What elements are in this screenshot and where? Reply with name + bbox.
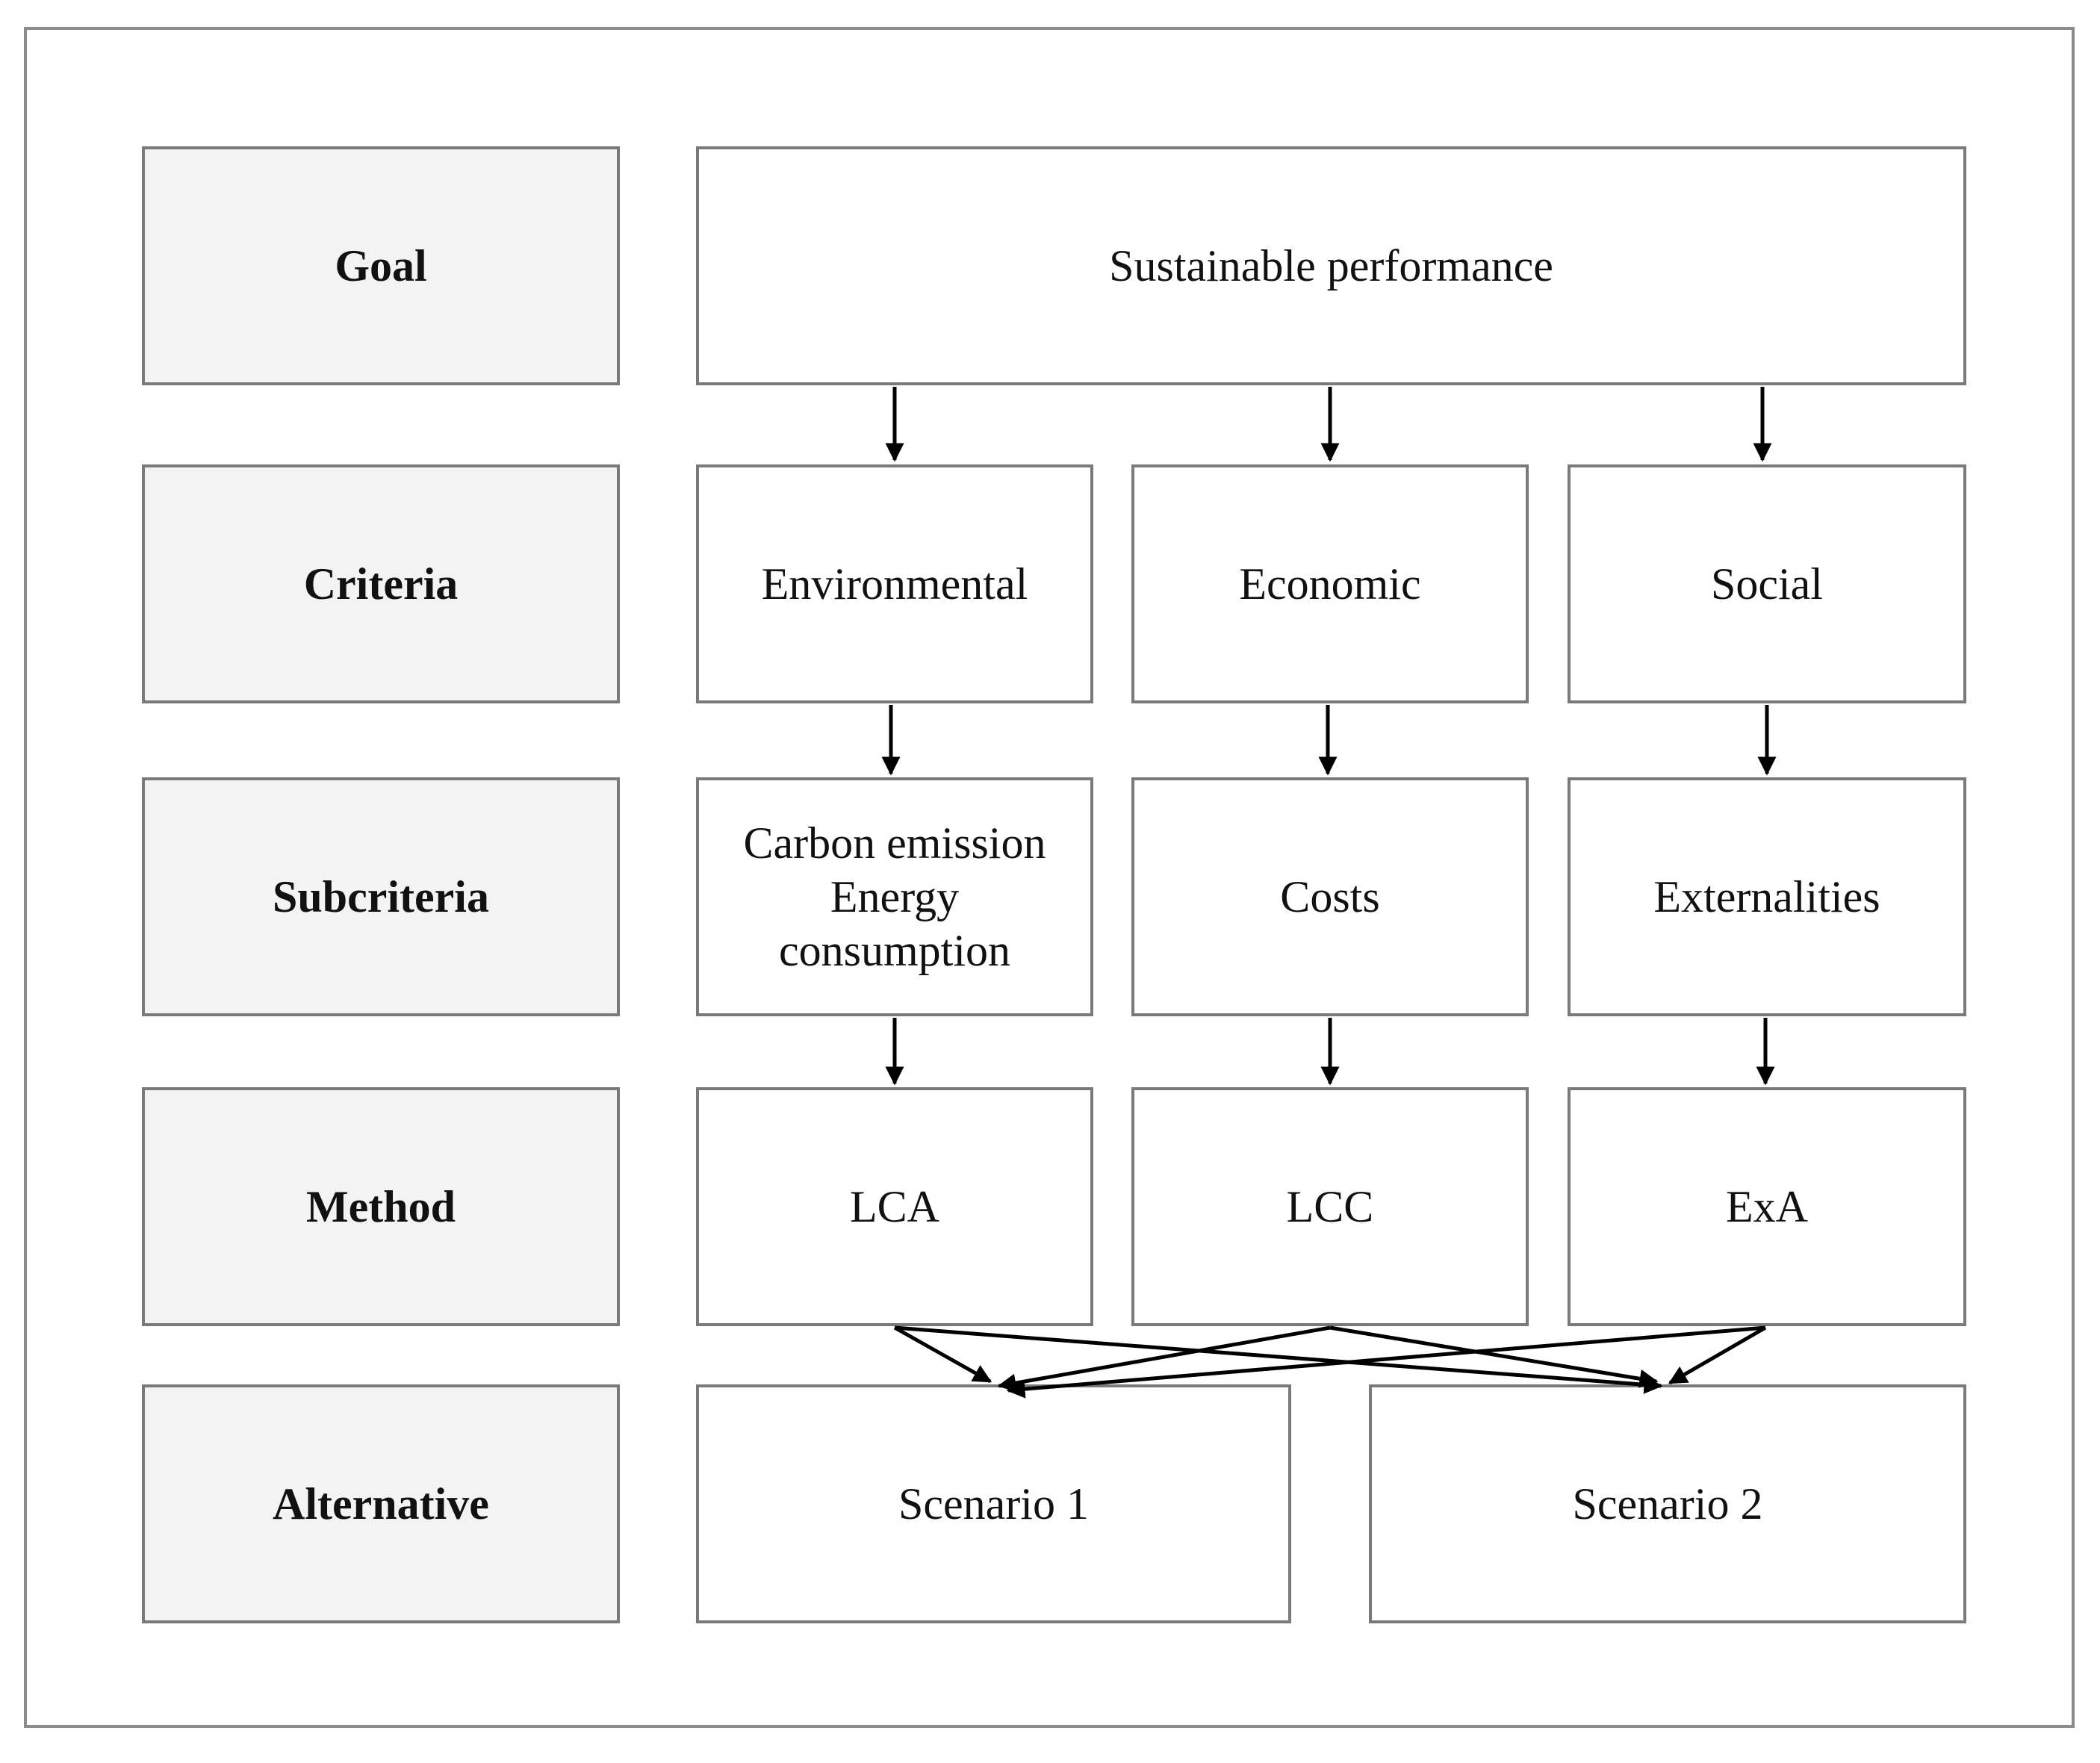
criteria-environmental-label: Environmental xyxy=(761,559,1028,609)
method-economic-label: LCC xyxy=(1286,1181,1374,1231)
subcriteria-economic: Costs xyxy=(1131,777,1529,1016)
level-method: Method xyxy=(142,1087,620,1326)
level-alternative: Alternative xyxy=(142,1384,620,1623)
method-social-label: ExA xyxy=(1726,1181,1808,1231)
level-subcriteria-label: Subcriteria xyxy=(273,871,489,921)
level-alternative-label: Alternative xyxy=(273,1479,489,1529)
subcriteria-environmental: Carbon emission Energy consumption xyxy=(696,777,1093,1016)
subcriteria-social: Externalities xyxy=(1568,777,1966,1016)
method-social: ExA xyxy=(1568,1087,1966,1326)
goal-node: Sustainable performance xyxy=(696,146,1966,385)
criteria-economic-label: Economic xyxy=(1239,559,1421,609)
subcriteria-environmental-line3: consumption xyxy=(779,926,1010,975)
level-goal: Goal xyxy=(142,146,620,385)
criteria-social: Social xyxy=(1568,464,1966,703)
level-method-label: Method xyxy=(306,1181,456,1231)
criteria-environmental: Environmental xyxy=(696,464,1093,703)
level-criteria-label: Criteria xyxy=(303,559,459,609)
level-criteria: Criteria xyxy=(142,464,620,703)
level-subcriteria: Subcriteria xyxy=(142,777,620,1016)
alternative-scenario-1-label: Scenario 1 xyxy=(898,1479,1089,1529)
criteria-social-label: Social xyxy=(1711,559,1823,609)
subcriteria-social-label: Externalities xyxy=(1653,871,1880,921)
goal-node-label: Sustainable performance xyxy=(1109,240,1553,290)
method-environmental: LCA xyxy=(696,1087,1093,1326)
criteria-economic: Economic xyxy=(1131,464,1529,703)
subcriteria-environmental-line2: Energy xyxy=(830,872,960,921)
subcriteria-environmental-line1: Carbon emission xyxy=(743,818,1046,868)
alternative-scenario-2-label: Scenario 2 xyxy=(1572,1479,1763,1529)
subcriteria-economic-label: Costs xyxy=(1280,871,1380,921)
method-economic: LCC xyxy=(1131,1087,1529,1326)
alternative-scenario-1: Scenario 1 xyxy=(696,1384,1291,1623)
method-environmental-label: LCA xyxy=(850,1181,939,1231)
alternative-scenario-2: Scenario 2 xyxy=(1369,1384,1966,1623)
level-goal-label: Goal xyxy=(335,240,427,290)
